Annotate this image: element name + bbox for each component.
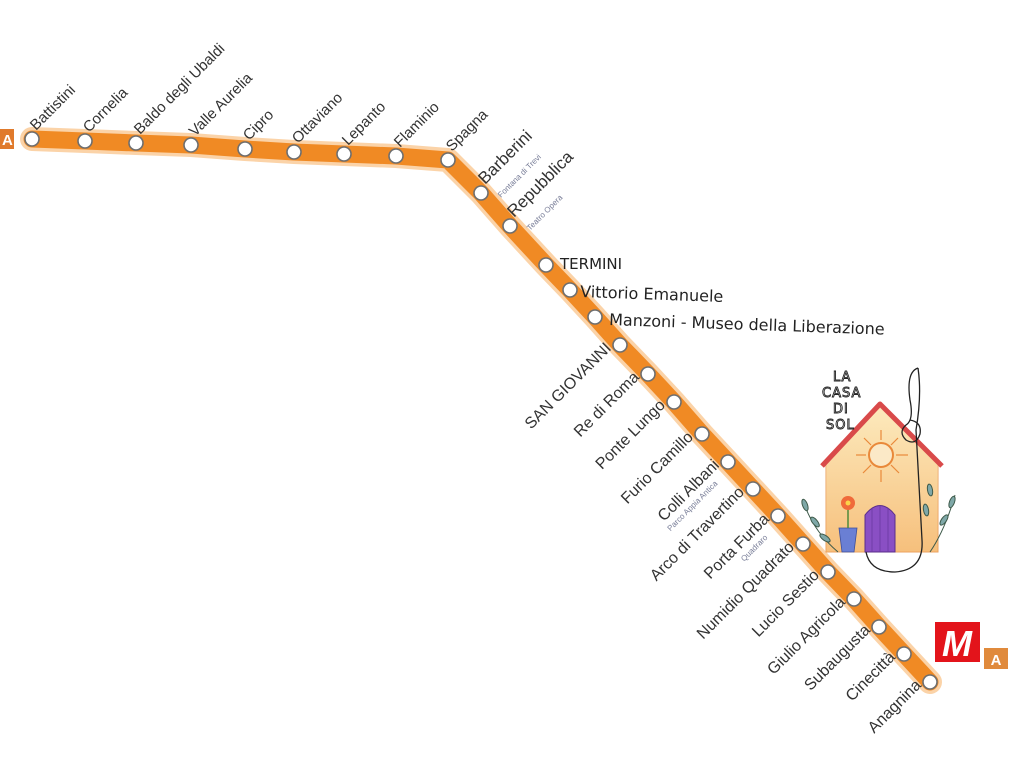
- station-marker[interactable]: [237, 141, 253, 157]
- vine-left-icon: [801, 498, 839, 553]
- station-label: Lepanto: [339, 98, 389, 148]
- station-marker[interactable]: [538, 257, 554, 273]
- station-anagnina[interactable]: Anagnina: [865, 674, 938, 737]
- metro-logo: M A: [935, 622, 1008, 669]
- station-marker[interactable]: [694, 426, 710, 442]
- station-marker[interactable]: [820, 564, 836, 580]
- station-marker[interactable]: [77, 133, 93, 149]
- station-label: Cinecittà: [843, 649, 899, 705]
- line-badge-left-bg: [0, 129, 14, 149]
- station-marker[interactable]: [666, 394, 682, 410]
- station-marker[interactable]: [286, 144, 302, 160]
- sun-icon: [856, 430, 908, 482]
- metro-m-box: [935, 622, 980, 662]
- house-roof: [820, 401, 944, 468]
- logo-text-line-4: SOL: [826, 418, 855, 433]
- station-label: TERMINI: [559, 255, 622, 273]
- door-planks: [871, 505, 889, 552]
- station-marker[interactable]: [587, 309, 603, 325]
- metro-line-label: A: [991, 652, 1002, 669]
- station-san-giovanni[interactable]: SAN GIOVANNI: [522, 337, 628, 433]
- vine-right-icon: [922, 483, 956, 553]
- station-label: Cornelia: [80, 84, 132, 136]
- station-label: Battistini: [27, 82, 79, 134]
- station-label: Ottaviano: [289, 89, 346, 146]
- station-spagna[interactable]: Spagna: [440, 106, 492, 168]
- station-marker[interactable]: [473, 185, 489, 201]
- station-marker[interactable]: [24, 131, 40, 147]
- metro-line-box: [984, 648, 1008, 669]
- station-marker[interactable]: [612, 337, 628, 353]
- station-marker[interactable]: [745, 481, 761, 497]
- station-marker[interactable]: [388, 148, 404, 164]
- station-label: Vittorio Emanuele: [580, 282, 724, 306]
- station-marker[interactable]: [720, 454, 736, 470]
- station-marker[interactable]: [640, 366, 656, 382]
- logo-text-line-3: DI: [833, 402, 849, 417]
- station-marker[interactable]: [922, 674, 938, 690]
- station-label: Flaminio: [391, 99, 443, 151]
- station-marker[interactable]: [795, 536, 811, 552]
- station-label: Manzoni - Museo della Liberazione: [609, 310, 885, 339]
- station-marker[interactable]: [871, 619, 887, 635]
- line-badge-left: A: [0, 129, 14, 149]
- flower-pot-icon: [838, 496, 858, 553]
- station-label: Barberini: [474, 126, 536, 188]
- station-marker[interactable]: [336, 146, 352, 162]
- station-manzoni-museo-della-liberazione[interactable]: Manzoni - Museo della Liberazione: [587, 309, 885, 339]
- station-marker[interactable]: [896, 646, 912, 662]
- station-label: Spagna: [443, 106, 492, 155]
- metro-m-label: M: [942, 623, 973, 664]
- line-badge-left-label: A: [2, 132, 13, 149]
- la-casa-di-sol-logo: LA CASA DI SOL: [801, 367, 956, 573]
- logo-text-line-1: LA: [833, 370, 851, 385]
- logo-text-line-2: CASA: [822, 386, 861, 401]
- station-label: Anagnina: [865, 677, 925, 737]
- station-marker[interactable]: [440, 152, 456, 168]
- station-vittorio-emanuele[interactable]: Vittorio Emanuele: [562, 282, 724, 306]
- station-termini[interactable]: TERMINI: [538, 255, 622, 273]
- treble-clef-icon: [865, 367, 923, 573]
- station-marker[interactable]: [846, 591, 862, 607]
- station-marker[interactable]: [562, 282, 578, 298]
- station-marker[interactable]: [502, 218, 518, 234]
- station-marker[interactable]: [128, 135, 144, 151]
- station-marker[interactable]: [770, 508, 786, 524]
- station-marker[interactable]: [183, 137, 199, 153]
